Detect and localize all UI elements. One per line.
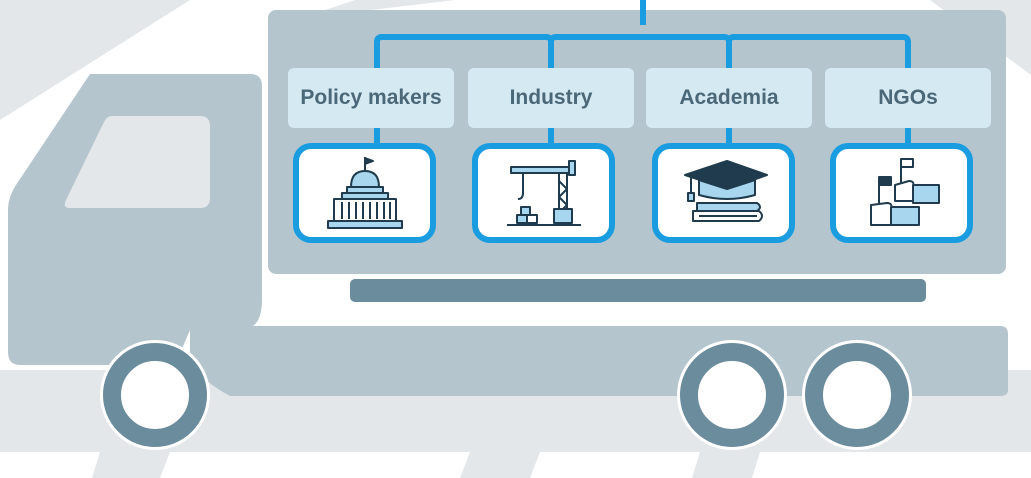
graduation-cap-books-icon	[683, 160, 768, 222]
icon-box-policy-makers	[293, 143, 436, 243]
side-skirt	[350, 279, 926, 302]
icon-box-ngos	[830, 143, 973, 243]
label-ngos: NGOs	[825, 68, 991, 128]
label-industry: Industry	[468, 68, 634, 128]
label-policy-makers: Policy makers	[288, 68, 454, 128]
icon-box-academia	[652, 143, 795, 243]
capitol-building-icon	[326, 157, 403, 229]
construction-crane-icon	[506, 160, 581, 226]
icon-box-industry	[472, 143, 615, 243]
truck-chassis	[190, 326, 1008, 396]
label-academia: Academia	[646, 68, 812, 128]
hands-holding-flags-icon	[869, 158, 940, 226]
connector-lines	[374, 0, 911, 148]
cab-window	[64, 116, 211, 208]
truck-wheels	[100, 340, 912, 450]
